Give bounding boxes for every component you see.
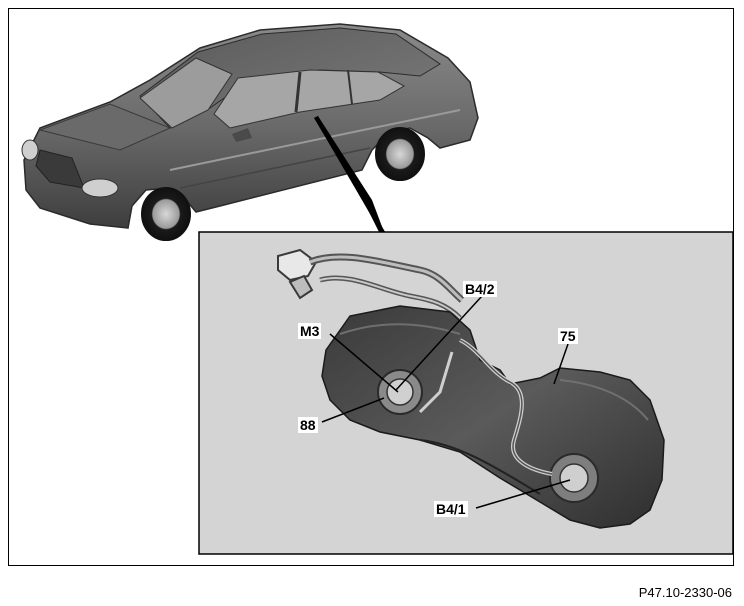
car-windshield [139,57,233,129]
detail-panel [198,231,734,555]
car-illustration [21,23,479,241]
leader-lines [321,295,571,509]
car-front-wheel [141,187,191,241]
callout-b4-2: B4/2 [463,281,497,297]
callout-b4-1: B4/1 [434,501,468,517]
car-side-windows [213,69,406,129]
car-roof [139,27,441,129]
car-grille [35,149,85,189]
car-rear-wheel [375,127,425,181]
figure-code: P47.10-2330-06 [638,585,732,600]
callout-88: 88 [298,417,318,433]
callout-75: 75 [558,328,578,344]
callout-m3: M3 [298,323,322,339]
filler-neck [277,248,318,300]
